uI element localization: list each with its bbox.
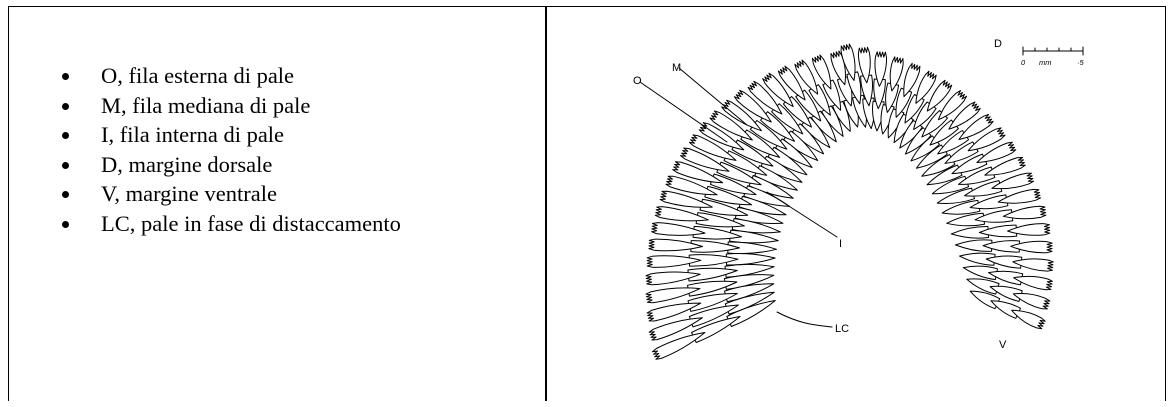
legend-item-o: O, fila esterna di pale: [53, 61, 401, 91]
legend-item-i: I, fila interna di pale: [53, 120, 401, 150]
legend-item-v: V, margine ventrale: [53, 179, 401, 209]
label-v: V: [999, 339, 1007, 351]
figure-cell: O M I D V LC 0 mm ·5: [547, 7, 1165, 402]
scale-unit: mm: [1039, 58, 1052, 67]
label-m: M: [672, 62, 681, 74]
legend-item-m: M, fila mediana di pale: [53, 91, 401, 121]
label-lc: LC: [835, 323, 849, 335]
scale-end: ·5: [1077, 58, 1084, 67]
pallet-illustration: O M I D V LC 0 mm ·5: [547, 7, 1165, 402]
pallet-blade: [1013, 259, 1054, 271]
label-i: I: [839, 238, 842, 250]
pallet-blade: [1012, 310, 1045, 328]
drawing: [640, 44, 1083, 359]
label-o: O: [633, 75, 642, 87]
legend-item-lc: LC, pale in fase di distaccamento: [53, 209, 401, 239]
scale-start: 0: [1021, 58, 1026, 67]
pallet-blade: [991, 301, 1021, 319]
legend-table: O, fila esterna di pale M, fila mediana …: [8, 6, 1166, 401]
leader-lc: [777, 312, 832, 327]
label-d: D: [994, 38, 1002, 50]
legend-list: O, fila esterna di pale M, fila mediana …: [53, 61, 401, 238]
leader-o: [640, 82, 727, 142]
legend-item-d: D, margine dorsale: [53, 150, 401, 180]
